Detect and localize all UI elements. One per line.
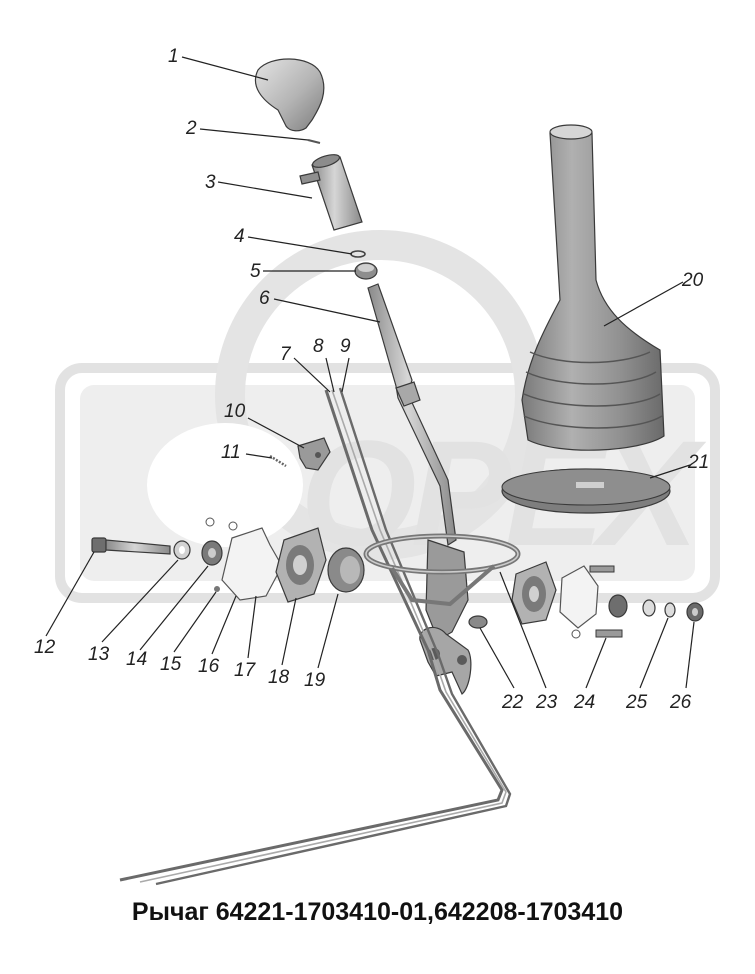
callout-8: 8 [313, 336, 324, 357]
callout-18: 18 [268, 667, 290, 688]
callout-9: 9 [340, 336, 351, 357]
part-11-spring [269, 454, 287, 468]
callout-21: 21 [687, 452, 709, 473]
part-25-washers [608, 594, 676, 618]
part-14-bushing [201, 540, 223, 566]
leader-lines [45, 56, 695, 689]
part-7-8-9-wire-rods [119, 387, 512, 886]
callout-24: 24 [573, 692, 595, 713]
callout-11: 11 [221, 442, 241, 463]
part-13-washer [173, 540, 191, 560]
callout-1: 1 [168, 46, 179, 67]
part-1-knob [254, 58, 325, 132]
callout-labels: 1 2 3 4 5 6 7 8 9 10 11 12 13 14 15 16 1… [34, 46, 709, 713]
callout-20: 20 [681, 270, 704, 291]
callout-6: 6 [259, 288, 270, 309]
callout-19: 19 [304, 670, 326, 691]
callout-4: 4 [234, 226, 245, 247]
callout-2: 2 [185, 118, 197, 139]
part-19-bushing [327, 547, 365, 593]
part-3-sleeve [299, 154, 363, 231]
callout-16: 16 [198, 656, 220, 677]
callout-10: 10 [224, 401, 246, 422]
part-upper-screw [589, 565, 615, 573]
callout-7: 7 [280, 344, 292, 365]
callout-15: 15 [160, 654, 182, 675]
part-15-washer [214, 586, 220, 592]
callout-14: 14 [126, 649, 147, 670]
callout-17: 17 [234, 660, 257, 681]
callout-26: 26 [669, 692, 692, 713]
part-21-plate [501, 468, 671, 514]
callout-25: 25 [625, 692, 648, 713]
callout-12: 12 [34, 637, 56, 658]
part-26-nut [686, 602, 704, 622]
callout-13: 13 [88, 644, 110, 665]
part-12-bolt [91, 537, 171, 555]
part-23-ring-bracket [363, 533, 521, 607]
callout-23: 23 [535, 692, 558, 713]
part-10-bracket [297, 437, 331, 471]
part-17-gasket [205, 517, 283, 601]
part-20-boot [521, 124, 665, 451]
part-5-nut [354, 262, 378, 280]
part-22-small-bushing [468, 615, 488, 629]
part-24-screw [595, 629, 623, 638]
part-2-pin [307, 139, 321, 144]
part-right-bearing [511, 561, 557, 625]
diagram-caption: Рычаг 64221-1703410-01,642208-1703410 [131, 898, 624, 926]
part-18-flange-bearing [275, 527, 327, 603]
part-right-gasket [559, 565, 599, 639]
callout-3: 3 [205, 172, 216, 193]
callout-22: 22 [501, 692, 524, 713]
callout-5: 5 [250, 261, 261, 282]
